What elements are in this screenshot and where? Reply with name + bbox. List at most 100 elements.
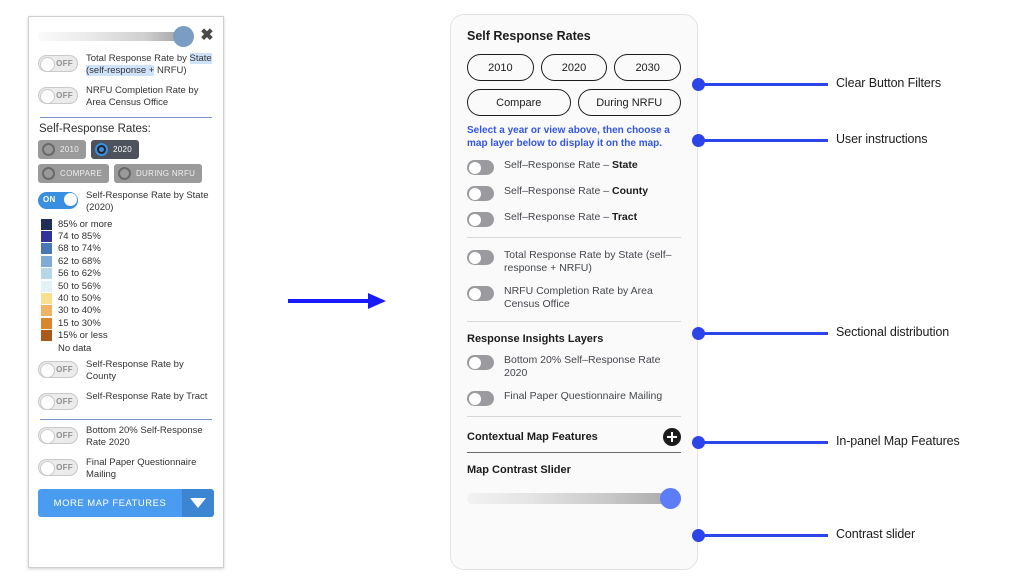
divider — [467, 416, 681, 417]
legend-swatch — [41, 305, 52, 317]
view-button-during-nrfu[interactable]: During NRFU — [577, 89, 681, 116]
legacy-slider-thumb[interactable] — [173, 25, 194, 47]
legacy-radio-2020[interactable]: 2020 — [91, 140, 139, 159]
legacy-toggle-bottom20[interactable]: OFF Bottom 20% Self-Response Rate 2020 — [38, 425, 214, 448]
legend-item: No data — [41, 342, 214, 354]
year-button-2010[interactable]: 2010 — [467, 54, 534, 81]
legacy-contrast-slider[interactable] — [38, 25, 194, 47]
legacy-toggle-nrfu-completion-rate[interactable]: OFF NRFU Completion Rate by Area Census … — [38, 85, 214, 108]
toggle-switch[interactable] — [467, 286, 494, 301]
toggle-state-label: OFF — [56, 431, 73, 441]
toggle-switch-off[interactable]: OFF — [38, 87, 78, 104]
legend-swatch — [41, 293, 52, 305]
toggle-switch[interactable] — [467, 160, 494, 175]
layer-toggle-state[interactable]: Self–Response Rate – State — [467, 159, 681, 175]
toggle-switch[interactable] — [467, 250, 494, 265]
legacy-section-heading: Self-Response Rates: — [39, 123, 151, 135]
legacy-year-row: 2010 2020 — [38, 140, 214, 159]
annotation-dot — [692, 78, 705, 91]
annotation-label-user-instructions: User instructions — [836, 132, 928, 146]
year-button-2020[interactable]: 2020 — [540, 54, 608, 81]
legacy-toggle-state-layer[interactable]: ON Self-Response Rate by State (2020) — [38, 190, 214, 213]
year-button-2030[interactable]: 2030 — [614, 54, 682, 81]
legend-item: 15 to 30% — [41, 317, 214, 329]
legend-label: 85% or more — [58, 218, 113, 230]
slider-thumb[interactable] — [660, 488, 681, 509]
legacy-toggle-county-layer[interactable]: OFF Self-Response Rate by County — [38, 359, 214, 382]
annotation-line — [700, 441, 828, 444]
toggle-state-label: OFF — [56, 91, 73, 100]
annotation-line — [700, 83, 828, 86]
legacy-map-layers-panel: ✖ OFF Total Response Rate by State (self… — [28, 16, 224, 568]
legacy-toggle-label: Self-Response Rate by County — [86, 359, 184, 382]
layer-toggle-county[interactable]: Self–Response Rate – County — [467, 185, 681, 201]
legend-swatch — [41, 330, 52, 342]
transition-arrow — [288, 293, 386, 309]
annotation-line — [700, 534, 828, 537]
radio-icon-selected — [95, 143, 108, 156]
map-contrast-slider[interactable] — [467, 488, 681, 509]
layer-toggle-final-paper[interactable]: Final Paper Questionnaire Mailing — [467, 390, 681, 406]
layer-toggle-nrfu-completion[interactable]: NRFU Completion Rate by Area Census Offi… — [467, 285, 681, 311]
legend-label: 62 to 68% — [58, 255, 101, 267]
more-map-features-button[interactable]: MORE MAP FEATURES — [38, 489, 182, 518]
legend-item: 50 to 56% — [41, 280, 214, 292]
annotation-line — [700, 139, 828, 142]
annotation-dot — [692, 436, 705, 449]
close-icon[interactable]: ✖ — [200, 27, 214, 44]
legend-swatch — [41, 218, 52, 230]
layer-toggle-total-response-rate[interactable]: Total Response Rate by State (self–respo… — [467, 249, 681, 275]
layer-toggle-label: Bottom 20% Self–Response Rate 2020 — [504, 354, 661, 379]
chevron-down-icon[interactable] — [182, 489, 214, 518]
toggle-switch-off[interactable]: OFF — [38, 361, 78, 379]
toggle-switch-off[interactable]: OFF — [38, 427, 78, 445]
legacy-radio-compare[interactable]: COMPARE — [38, 164, 109, 183]
legacy-radio-during-nrfu[interactable]: DURING NRFU — [113, 164, 203, 183]
legend-item: 30 to 40% — [41, 305, 214, 317]
legend-label: 15% or less — [58, 330, 108, 342]
contextual-map-features-row[interactable]: Contextual Map Features — [467, 428, 681, 446]
toggle-switch[interactable] — [467, 186, 494, 201]
toggle-switch-off[interactable]: OFF — [38, 393, 78, 411]
legend-label: 15 to 30% — [58, 317, 101, 329]
panel-title: Self Response Rates — [467, 29, 591, 43]
legacy-toggle-tract-layer[interactable]: OFF Self-Response Rate by Tract — [38, 391, 214, 411]
annotation-dot — [692, 529, 705, 542]
toggle-switch[interactable] — [467, 391, 494, 406]
layer-toggle-tract[interactable]: Self–Response Rate – Tract — [467, 211, 681, 227]
legacy-toggle-total-response-rate[interactable]: OFF Total Response Rate by State (self-r… — [38, 53, 214, 76]
layer-toggle-bottom20[interactable]: Bottom 20% Self–Response Rate 2020 — [467, 354, 681, 380]
annotation-line — [700, 332, 828, 335]
toggle-switch-off[interactable]: OFF — [38, 55, 78, 72]
year-filter-buttons: 2010 2020 2030 — [467, 54, 682, 81]
view-filter-buttons: Compare During NRFU — [467, 89, 681, 116]
slider-track[interactable] — [467, 493, 681, 504]
legacy-radio-label: 2020 — [113, 145, 132, 154]
legend-swatch — [41, 343, 52, 354]
toggle-switch-on[interactable]: ON — [38, 192, 78, 209]
legacy-radio-label: COMPARE — [60, 169, 102, 178]
legacy-radio-2010[interactable]: 2010 — [38, 140, 86, 159]
radio-icon — [117, 167, 131, 180]
plus-icon[interactable] — [663, 428, 681, 446]
legacy-toggle-final-paper[interactable]: OFF Final Paper Questionnaire Mailing — [38, 457, 214, 480]
legend-item: 56 to 62% — [41, 268, 214, 280]
annotation-label-in-panel-map-features: In-panel Map Features — [836, 434, 960, 448]
map-legend: 85% or more 74 to 85% 68 to 74% 62 to 68… — [41, 218, 214, 354]
legend-item: 40 to 50% — [41, 292, 214, 305]
legacy-view-row: COMPARE DURING NRFU — [38, 164, 214, 183]
annotation-label-contrast-slider: Contrast slider — [836, 527, 916, 541]
toggle-switch[interactable] — [467, 355, 494, 370]
divider — [467, 321, 681, 322]
legacy-toggle-label: NRFU Completion Rate by Area Census Offi… — [86, 85, 199, 108]
legend-item: 74 to 85% — [41, 230, 214, 243]
legacy-year-radio-group: 2010 2020 COMPARE DURING NRFU — [38, 140, 214, 183]
divider — [467, 452, 681, 453]
toggle-switch[interactable] — [467, 212, 494, 227]
view-button-compare[interactable]: Compare — [467, 89, 571, 116]
caret-triangle — [190, 498, 206, 509]
legacy-toggle-label: Self-Response Rate by Tract — [86, 391, 208, 403]
toggle-switch-off[interactable]: OFF — [38, 459, 78, 477]
legend-item: 68 to 74% — [41, 243, 214, 255]
legend-swatch — [41, 317, 52, 329]
